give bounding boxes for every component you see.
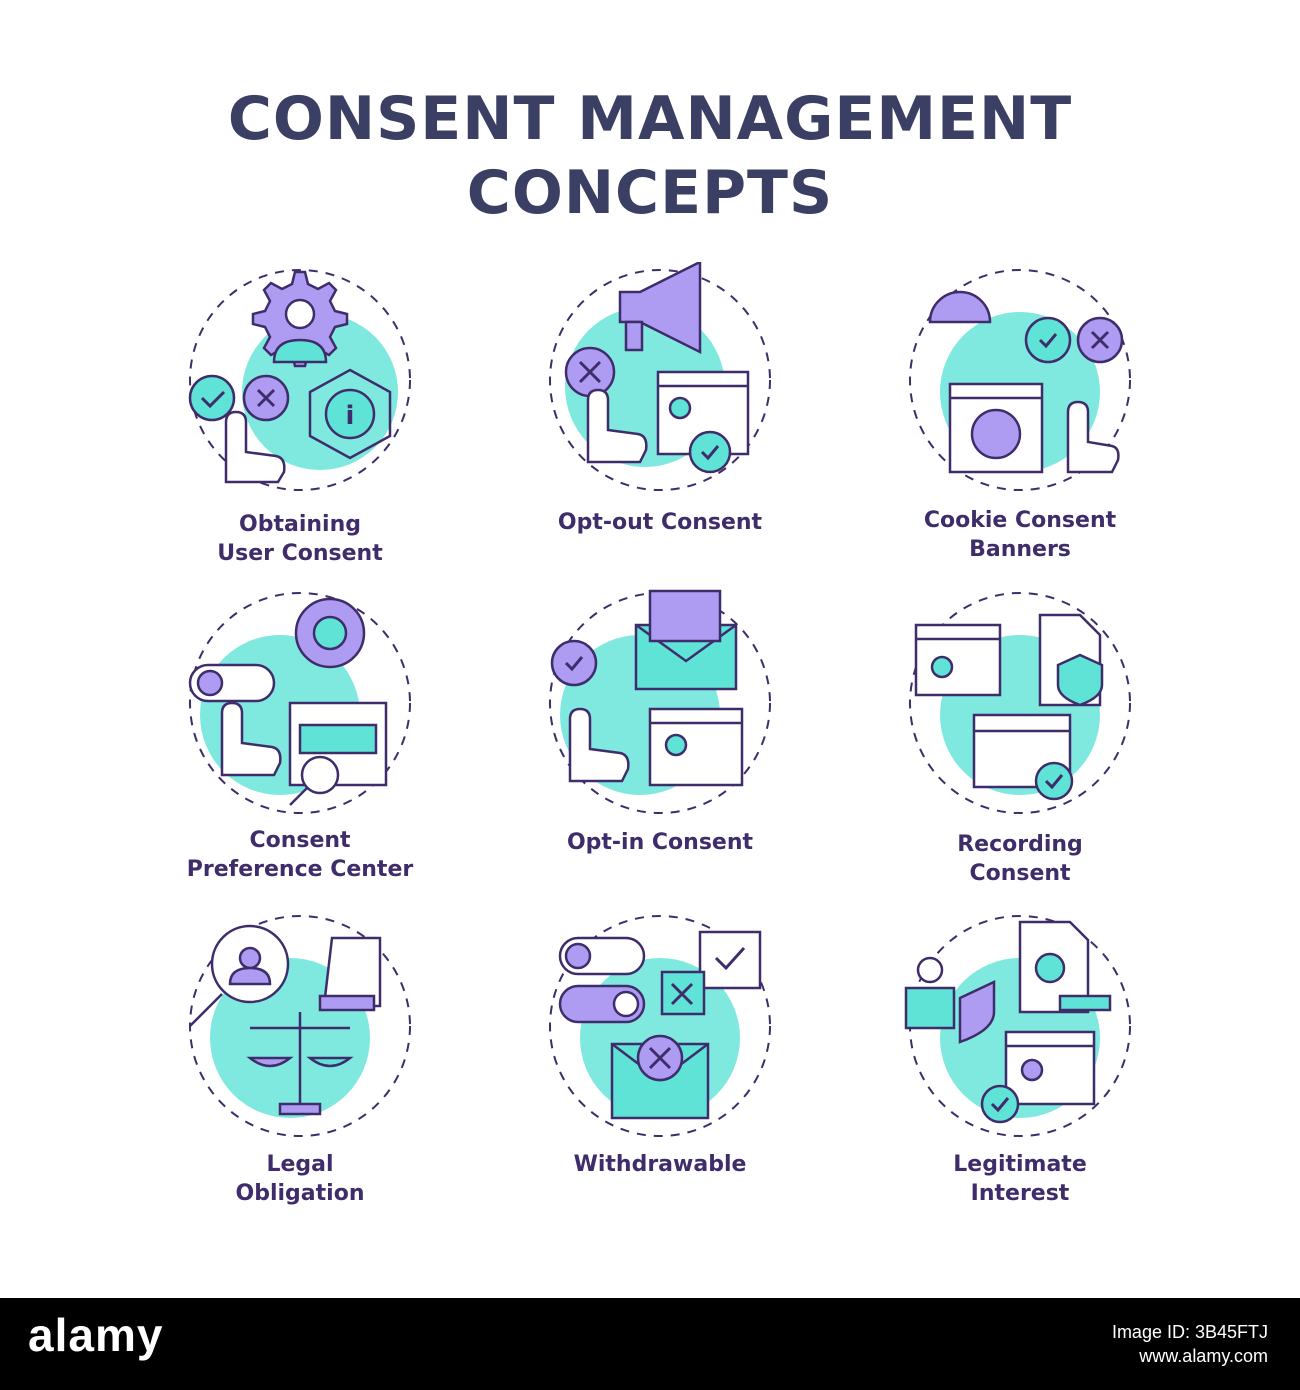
preference-center-icon [170,585,430,825]
footer-bar: alamy Image ID: 3B45FTJ www.alamy.com [0,1298,1300,1390]
icon-label: Opt-in Consent [566,830,754,855]
title-line-2: CONCEPTS [466,158,834,228]
alamy-logo: alamy [28,1309,164,1361]
obtaining-consent-icon: i [170,262,430,502]
page-title: CONSENT MANAGEMENT CONCEPTS [0,82,1300,230]
cookie-banner-icon [890,262,1150,502]
footer-image-info: Image ID: 3B45FTJ www.alamy.com [1112,1320,1268,1368]
icon-label: Withdrawable [573,1152,747,1177]
withdrawable-icon [530,908,790,1148]
svg-text:i: i [346,401,355,431]
title-line-1: CONSENT MANAGEMENT [227,84,1073,154]
opt-out-icon [530,262,790,502]
legitimate-interest-icon [890,908,1150,1148]
icon-label: Opt-out Consent [557,510,763,535]
legal-obligation-icon [170,908,430,1148]
recording-consent-icon [890,585,1150,825]
image-id: Image ID: 3B45FTJ [1111,1322,1268,1342]
site-url: www.alamy.com [1139,1346,1268,1366]
opt-in-icon [530,585,790,825]
